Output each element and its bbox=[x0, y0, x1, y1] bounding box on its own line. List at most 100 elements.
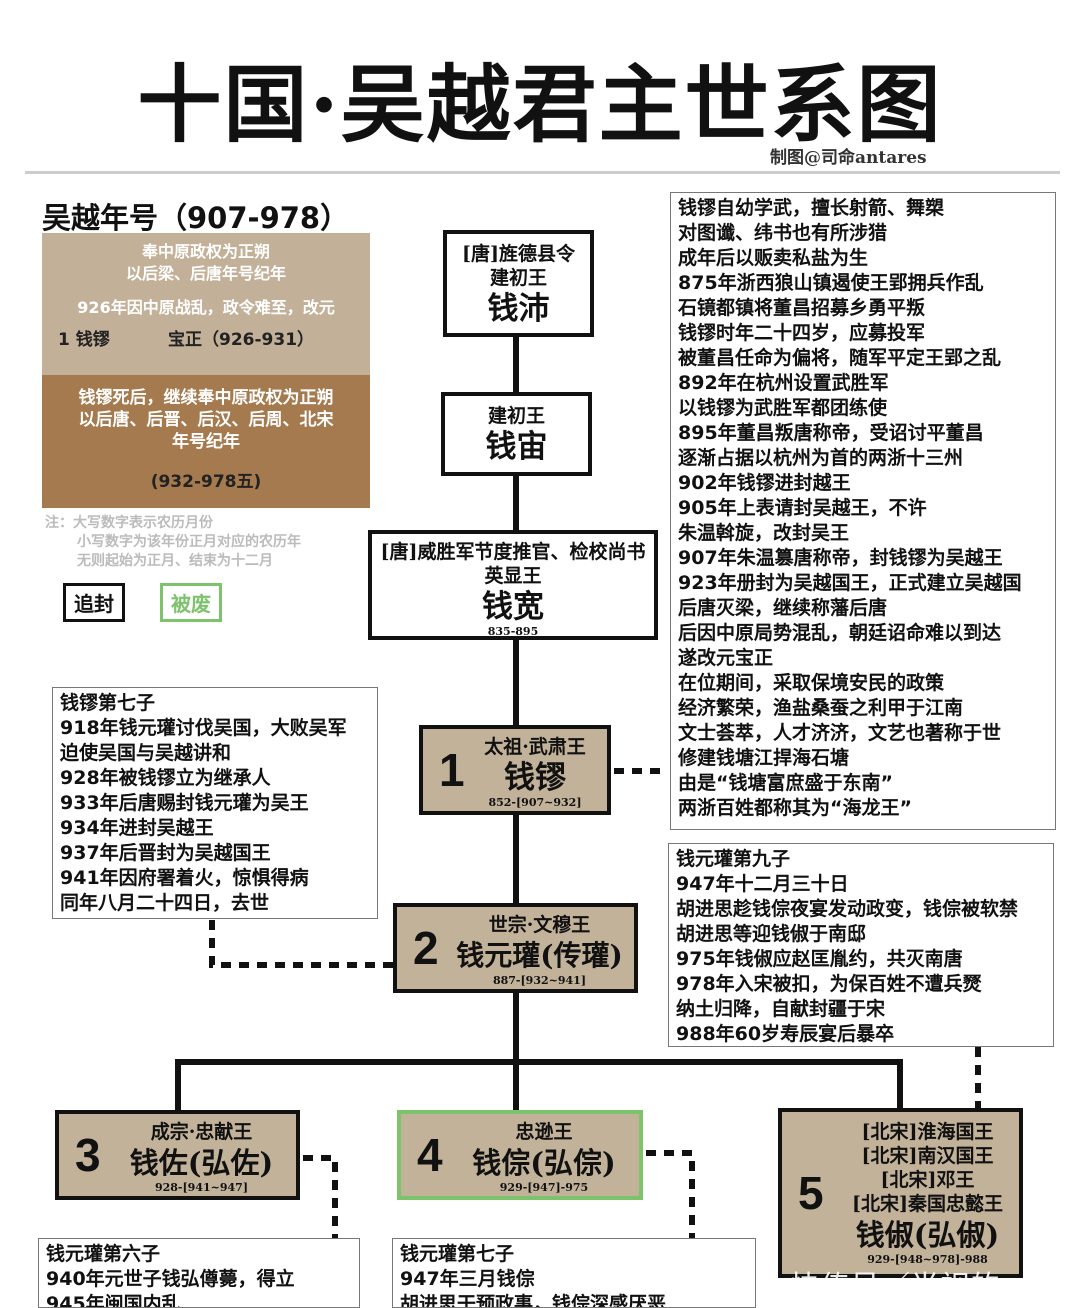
legend-line: 以后梁、后唐年号纪年 bbox=[125, 264, 286, 283]
bio-line: 钱镠时年二十四岁，应募投军 bbox=[678, 322, 926, 344]
credit: 制图@司命antares bbox=[770, 148, 927, 168]
bio-line: 纳土归降，自献封疆于宋 bbox=[676, 998, 886, 1020]
node-ruler-3: 3 成宗·忠献王 钱佐(弘佐) 928-[941~947] bbox=[55, 1110, 300, 1200]
note-line: 小写数字为该年份正月对应的农历年 bbox=[77, 534, 301, 550]
bio-line: 892年在杭州设置武胜军 bbox=[678, 372, 889, 394]
bio-line: 905年上表请封吴越王，不许 bbox=[678, 497, 927, 519]
bio-ruler-2: 钱镠第七子 918年钱元瓘讨伐吴国，大败吴军迫使吴国与吴越讲和 928年被钱镠立为继… bbox=[52, 687, 378, 919]
bio-line: 遂改元宝正 bbox=[678, 647, 774, 669]
node-name: 钱俶(弘俶) bbox=[855, 1218, 1000, 1252]
bio-line: 988年60岁寿辰宴后暴卒 bbox=[676, 1023, 895, 1045]
legend-line: 年号纪年 bbox=[172, 432, 240, 452]
legend-era: 宝正（926-931） bbox=[168, 330, 315, 350]
legend-line: 926年因中原战乱，政令难至，改元 bbox=[77, 298, 335, 317]
node-title: 忠逊王 bbox=[515, 1121, 573, 1143]
node-title: [北宋]南汉国王 bbox=[861, 1145, 994, 1167]
bio-line: 以钱镠为武胜军都团练使 bbox=[678, 397, 888, 419]
bio-line: 934年进封吴越王 bbox=[60, 817, 214, 839]
node-years: 887-[932~941] bbox=[492, 974, 587, 987]
bio-line: 钱镠自幼学武，擅长射箭、舞槊 bbox=[678, 197, 945, 219]
node-title: [唐]威胜军节度推官、检校尚书 bbox=[380, 541, 646, 563]
bio-line: 907年朱温篡唐称帝，封钱镠为吴越王 bbox=[678, 547, 1003, 569]
bio-line: 胡进思干预政事，钱倧深感厌恶 bbox=[400, 1293, 667, 1308]
legend-heading: 吴越年号（907-978） bbox=[42, 201, 350, 235]
bio-line: 对图谶、纬书也有所涉猎 bbox=[678, 222, 888, 244]
node-title: 成宗·忠献王 bbox=[150, 1121, 253, 1143]
node-name: 钱佐(弘佐) bbox=[129, 1146, 274, 1180]
bio-line: 978年入宋被扣，为保百姓不遭兵燹 bbox=[676, 973, 982, 995]
bio-line: 被董昌任命为偏将，随军平定王郢之乱 bbox=[678, 347, 1002, 369]
bio-line: 937年后晋封为吴越国王 bbox=[60, 842, 271, 864]
bio-line: 胡进思等迎钱俶于南邸 bbox=[676, 923, 867, 945]
bio-ruler-1: 钱镠自幼学武，擅长射箭、舞槊对图谶、纬书也有所涉猎成年后以贩卖私盐为生 875年浙… bbox=[670, 192, 1056, 830]
node-name: 钱宽 bbox=[482, 589, 544, 625]
node-name: 钱宙 bbox=[485, 429, 548, 465]
bio-line: 后唐灭梁，继续称藩后唐 bbox=[678, 597, 888, 619]
bio-line: 逐渐占据以杭州为首的两浙十三州 bbox=[678, 447, 964, 469]
bio-line: 两浙百姓都称其为“海龙王” bbox=[678, 797, 912, 819]
node-name: 钱沛 bbox=[487, 291, 550, 327]
bio-line: 经济繁荣，渔盐桑蚕之利甲于江南 bbox=[678, 697, 964, 719]
ruler-number: 1 bbox=[439, 744, 465, 796]
legend-ruler: 1 钱镠 bbox=[58, 330, 110, 350]
bio-line: 迫使吴国与吴越讲和 bbox=[60, 742, 232, 764]
bio-line: 后因中原局势混乱，朝廷诏命难以到达 bbox=[678, 622, 1002, 644]
node-title: [北宋]秦国忠懿王 bbox=[852, 1193, 1003, 1215]
node-title: [北宋]淮海国王 bbox=[861, 1121, 994, 1143]
note-line: 注：大写数字表示农历月份 bbox=[45, 515, 213, 531]
node-years: 852-[907~932] bbox=[488, 796, 582, 809]
legend-range: (932-978五) bbox=[150, 472, 262, 492]
ruler-number: 4 bbox=[417, 1129, 443, 1181]
node-years: 835-895 bbox=[487, 625, 539, 638]
node-ruler-2: 2 世宗·文穆王 钱元瓘(传瓘) 887-[932~941] bbox=[393, 903, 638, 993]
node-title: 英显王 bbox=[484, 565, 542, 587]
bio-line: 947年十二月三十日 bbox=[676, 873, 849, 895]
bio-line: 同年八月二十四日，去世 bbox=[60, 892, 270, 914]
node-title: 太祖·武肃王 bbox=[484, 736, 586, 758]
legend-block-lower: 钱镠死后，继续奉中原政权为正朔以后唐、后晋、后汉、后周、北宋年号纪年 (932-… bbox=[42, 375, 370, 508]
node-name: 钱倧(弘倧) bbox=[472, 1146, 616, 1180]
bio-line: 945年闽国内乱 bbox=[46, 1293, 181, 1308]
bio-line: 石镜都镇将董昌招募乡勇平叛 bbox=[678, 297, 926, 319]
tag-deposed: 被废 bbox=[160, 583, 222, 622]
bio-line: 钱镠第七子 bbox=[60, 692, 156, 714]
bio-line: 933年后唐赐封钱元瓘为吴王 bbox=[60, 792, 309, 814]
node-years: 928-[941~947] bbox=[154, 1181, 249, 1194]
node-name: 钱镠 bbox=[504, 760, 566, 796]
bio-line: 918年钱元瓘讨伐吴国，大败吴军 bbox=[60, 717, 347, 739]
node-title: 世宗·文穆王 bbox=[488, 914, 591, 936]
ruler-number: 2 bbox=[413, 922, 439, 974]
bio-line: 朱温斡旋，改封吴王 bbox=[678, 522, 850, 544]
watermark: 快传号／半视的 bbox=[790, 1270, 1000, 1305]
bio-line: 胡进思趁钱倧夜宴发动政变，钱倧被软禁 bbox=[676, 898, 1019, 920]
bio-line: 941年因府署着火，惊惧得病 bbox=[60, 867, 309, 889]
node-qiankuan: [唐]威胜军节度推官、检校尚书英显王 钱宽 835-895 bbox=[368, 530, 658, 640]
legend-line: 以后唐、后晋、后汉、后周、北宋 bbox=[78, 410, 334, 430]
bio-line: 文士荟萃，人才济济，文艺也著称于世 bbox=[678, 722, 1002, 744]
node-ruler-5: 5 [北宋]淮海国王[北宋]南汉国王[北宋]邓王[北宋]秦国忠懿王 钱俶(弘俶)… bbox=[778, 1108, 1023, 1278]
node-title: 建初王 bbox=[489, 267, 547, 289]
bio-line: 修建钱塘江捍海石塘 bbox=[678, 747, 850, 769]
bio-line: 947年三月钱倧 bbox=[400, 1268, 535, 1290]
bio-line: 成年后以贩卖私盐为生 bbox=[678, 247, 869, 269]
bio-line: 928年被钱镠立为继承人 bbox=[60, 767, 271, 789]
node-qianzhou: 建初王 钱宙 bbox=[441, 392, 592, 476]
tag-posthumous: 追封 bbox=[63, 583, 125, 622]
divider bbox=[25, 171, 1060, 174]
bio-line: 923年册封为吴越国王，正式建立吴越国 bbox=[678, 572, 1022, 594]
node-ruler-1: 1 太祖·武肃王 钱镠 852-[907~932] bbox=[419, 725, 611, 815]
bio-line: 在位期间，采取保境安民的政策 bbox=[678, 672, 945, 694]
bio-line: 875年浙西狼山镇遏使王郢拥兵作乱 bbox=[678, 272, 984, 294]
legend-line: 奉中原政权为正朔 bbox=[141, 242, 270, 261]
bio-line: 975年钱俶应赵匡胤约，共灭南唐 bbox=[676, 948, 963, 970]
bio-line: 902年钱镠进封越王 bbox=[678, 472, 851, 494]
node-name: 钱元瓘(传瓘) bbox=[456, 939, 623, 972]
bio-line: 钱元瓘第六子 bbox=[46, 1243, 161, 1265]
ruler-number: 3 bbox=[75, 1129, 101, 1181]
ruler-number: 5 bbox=[798, 1167, 824, 1219]
bio-line: 940年元世子钱弘僔薨，得立 bbox=[46, 1268, 295, 1290]
node-title: [北宋]邓王 bbox=[880, 1169, 975, 1191]
node-qianpei: [唐]旌德县令建初王 钱沛 bbox=[443, 230, 594, 337]
bio-line: 钱元瓘第九子 bbox=[676, 848, 791, 870]
